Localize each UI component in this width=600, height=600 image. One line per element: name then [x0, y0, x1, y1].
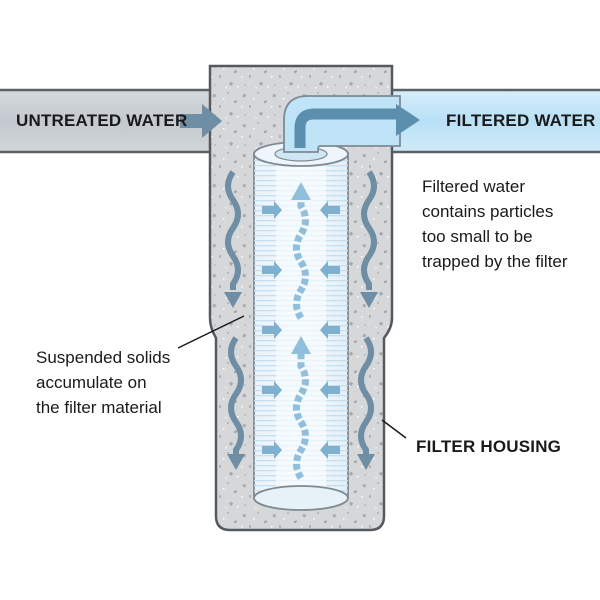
- solids-note-line: Suspended solids: [36, 348, 171, 367]
- solids-note-line: accumulate on: [36, 373, 147, 392]
- housing-leader-line: [381, 419, 407, 439]
- descending-flow-arrows: [225, 170, 377, 454]
- filtered-note-line: Filtered water: [422, 177, 525, 196]
- housing-label: FILTER HOUSING: [416, 437, 562, 456]
- inlet-label: UNTREATED WATER: [16, 111, 188, 130]
- outlet-elbow-arrow: [294, 108, 398, 148]
- inlet-pipe: [0, 88, 212, 154]
- outlet-label: FILTERED WATER: [446, 111, 596, 130]
- core-upward-flow: [293, 190, 309, 480]
- suspended-solids-note: Suspended solids accumulate on the filte…: [36, 345, 170, 420]
- outlet-arrowhead: [396, 104, 420, 136]
- outlet-pipe: [392, 88, 600, 154]
- inlet-arrow: [180, 104, 222, 138]
- filtered-note-line: too small to be: [422, 227, 533, 246]
- descending-arrowheads: [224, 292, 378, 470]
- filtered-note-line: contains particles: [422, 202, 554, 221]
- solids-leader-line: [177, 315, 245, 349]
- filtered-water-note: Filtered water contains particles too sm…: [422, 174, 568, 274]
- solids-note-line: the filter material: [36, 398, 162, 417]
- core-arrowheads: [291, 182, 311, 354]
- filtered-note-line: trapped by the filter: [422, 252, 568, 271]
- inward-flow-arrows: [262, 201, 340, 459]
